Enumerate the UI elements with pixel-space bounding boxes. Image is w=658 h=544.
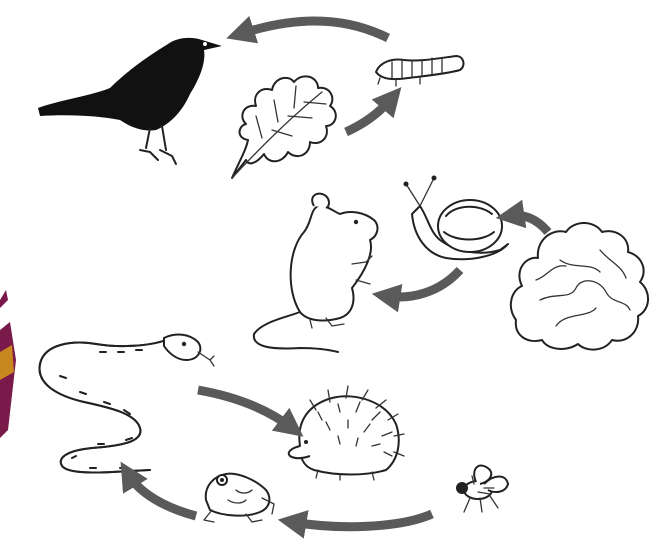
frog-icon bbox=[204, 474, 274, 522]
snake-icon bbox=[40, 335, 214, 473]
hedgehog-icon bbox=[289, 386, 404, 480]
mouse-icon bbox=[254, 194, 378, 352]
chain-2 bbox=[254, 176, 648, 353]
fly-icon bbox=[456, 466, 508, 512]
lettuce-icon bbox=[511, 223, 648, 350]
arrow-snake-to-hedgehog bbox=[198, 390, 292, 428]
arrow-caterpillar-to-blackbird bbox=[240, 21, 388, 38]
arrow-snail-to-mouse bbox=[386, 270, 460, 297]
chain-3 bbox=[40, 335, 508, 527]
snail-icon bbox=[404, 176, 509, 260]
arrow-lettuce-to-snail bbox=[510, 216, 548, 232]
caterpillar-icon bbox=[376, 56, 463, 86]
edge-object bbox=[0, 290, 16, 438]
blackbird-icon bbox=[38, 38, 222, 164]
chain-1 bbox=[38, 21, 463, 178]
arrow-frog-to-snake bbox=[128, 474, 196, 516]
oak-leaf-icon bbox=[232, 76, 336, 178]
arrow-fly-to-frog bbox=[292, 514, 432, 527]
arrow-leaf-to-caterpillar bbox=[346, 98, 392, 132]
